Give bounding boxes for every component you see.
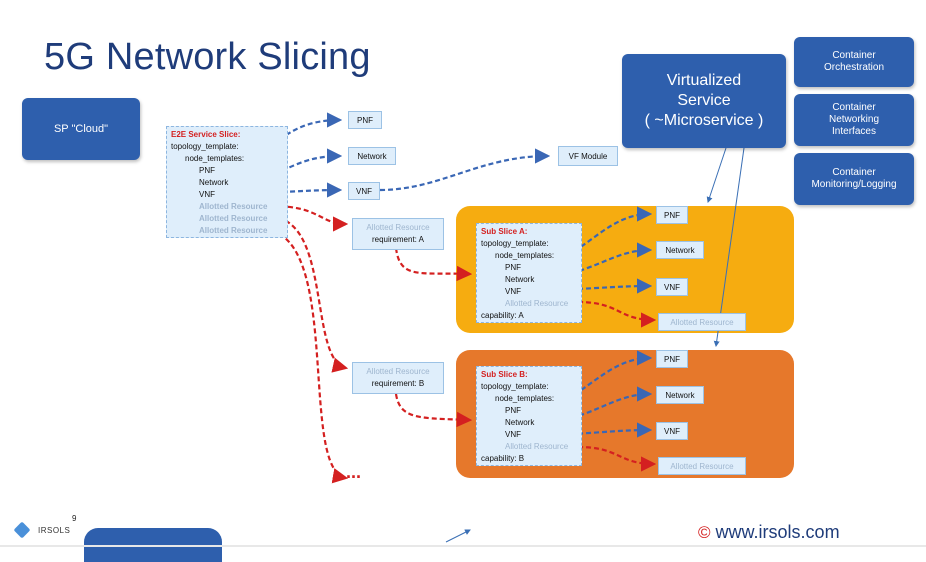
e2e-service-slice-template: E2E Service Slice: topology_template: no… xyxy=(166,126,288,238)
slice-b-node-templates: node_templates: xyxy=(495,394,555,403)
container-orchestration-box: Container Orchestration xyxy=(794,37,914,87)
slice-b-allotted: Allotted Resource xyxy=(505,442,569,451)
e2e-allotted-2: Allotted Resource xyxy=(199,214,268,223)
footer-logo-text: IRSOLS xyxy=(38,526,71,535)
e2e-allotted-3: Allotted Resource xyxy=(199,226,268,235)
slice-a-network: Network xyxy=(505,275,535,284)
slice-b-header: Sub Slice B: xyxy=(481,370,528,379)
container-orchestration-line-2: Orchestration xyxy=(823,62,885,73)
sub-slice-a-template: Sub Slice A: topology_template: node_tem… xyxy=(476,223,582,323)
e2e-network: Network xyxy=(199,178,229,187)
page-title: 5G Network Slicing xyxy=(44,36,371,78)
sp-cloud-box: SP "Cloud" xyxy=(22,98,140,160)
container-monitoring-line-2: Monitoring/Logging xyxy=(811,179,897,190)
network-node-top: Network xyxy=(348,147,396,165)
slice-b-vnf: VNF xyxy=(505,430,521,439)
allotted-b-title: Allotted Resource xyxy=(366,367,430,376)
e2e-allotted-1: Allotted Resource xyxy=(199,202,268,211)
slice-a-pnf: PNF xyxy=(505,263,521,272)
slice-b-pnf: PNF xyxy=(505,406,521,415)
container-networking-line-3: Interfaces xyxy=(832,126,876,137)
slice-a-allotted: Allotted Resource xyxy=(505,299,569,308)
slice-a-topology: topology_template: xyxy=(481,239,549,248)
allotted-resource-a: Allotted Resource requirement: A xyxy=(352,218,444,250)
slice-b-topology: topology_template: xyxy=(481,382,549,391)
slice-b-vnf-node: VNF xyxy=(656,422,688,440)
website-text: www.irsols.com xyxy=(715,522,840,542)
e2e-vnf: VNF xyxy=(199,190,215,199)
more-slices-ellipsis: ... xyxy=(346,462,362,482)
allotted-a-title: Allotted Resource xyxy=(366,223,430,232)
allotted-a-requirement: requirement: A xyxy=(371,235,425,244)
container-monitoring-line-1: Container xyxy=(832,167,876,178)
virtualized-service-line-3: ( ~Microservice ) xyxy=(644,112,764,129)
footer-website: © www.irsols.com xyxy=(698,522,840,543)
e2e-topology: topology_template: xyxy=(171,142,239,151)
slice-a-vnf-node: VNF xyxy=(656,278,688,296)
footer-divider xyxy=(0,545,926,547)
container-monitoring-box: Container Monitoring/Logging xyxy=(794,153,914,205)
e2e-header: E2E Service Slice: xyxy=(171,130,241,139)
slice-b-pnf-node: PNF xyxy=(656,350,688,368)
e2e-pnf: PNF xyxy=(199,166,215,175)
virtualized-service-line-1: Virtualized xyxy=(666,72,742,89)
allotted-b-requirement: requirement: B xyxy=(371,379,425,388)
slice-b-capability: capability: B xyxy=(481,454,525,463)
slice-a-network-node: Network xyxy=(656,241,704,259)
pnf-node-top: PNF xyxy=(348,111,382,129)
slice-a-capability: capability: A xyxy=(481,311,524,320)
page-number: 9 xyxy=(72,514,77,523)
virtualized-service-box: Virtualized Service ( ~Microservice ) xyxy=(622,54,786,148)
vnf-node-top: VNF xyxy=(348,182,380,200)
copyright-icon: © xyxy=(698,523,711,542)
vf-module-node: VF Module xyxy=(558,146,618,166)
container-networking-line-1: Container xyxy=(832,102,876,113)
container-networking-line-2: Networking xyxy=(828,114,880,125)
sub-slice-b-template: Sub Slice B: topology_template: node_tem… xyxy=(476,366,582,466)
slice-b-network-node: Network xyxy=(656,386,704,404)
slice-a-allotted-node: Allotted Resource xyxy=(658,313,746,331)
slice-b-allotted-node: Allotted Resource xyxy=(658,457,746,475)
container-orchestration-line-1: Container xyxy=(832,50,876,61)
slice-a-vnf: VNF xyxy=(505,287,521,296)
slice-b-network: Network xyxy=(505,418,535,427)
sp-cloud-label: SP "Cloud" xyxy=(53,123,109,135)
allotted-resource-b: Allotted Resource requirement: B xyxy=(352,362,444,394)
slice-a-header: Sub Slice A: xyxy=(481,227,528,236)
container-networking-box: Container Networking Interfaces xyxy=(794,94,914,146)
slice-a-pnf-node: PNF xyxy=(656,206,688,224)
e2e-node-templates: node_templates: xyxy=(185,154,245,163)
virtualized-service-line-2: Service xyxy=(677,92,731,109)
slice-a-node-templates: node_templates: xyxy=(495,251,555,260)
